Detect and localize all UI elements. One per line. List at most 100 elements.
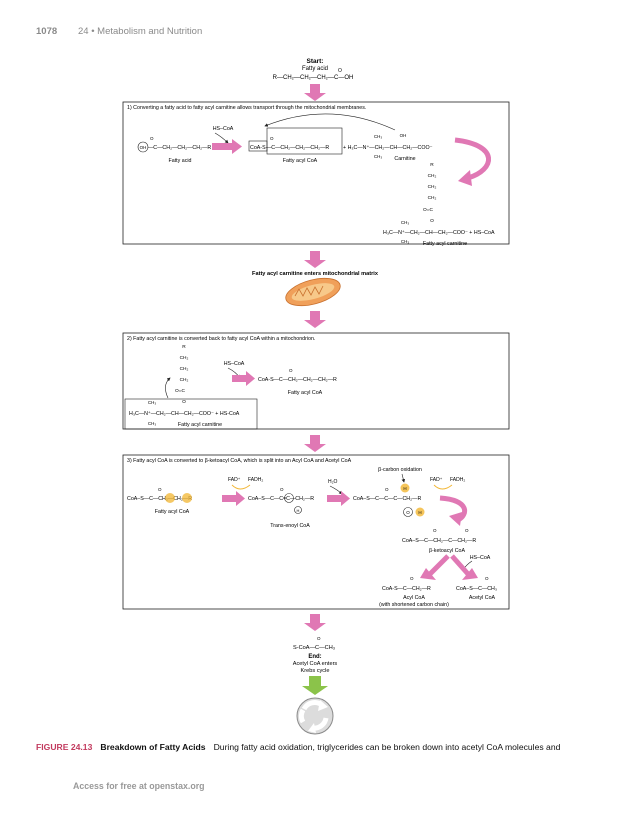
step3-beta-oxidation: β-carbon oxidation bbox=[378, 467, 422, 473]
step1-chain-3: CH₂ bbox=[428, 195, 437, 201]
step3-fadh2-2: FADH₂ bbox=[450, 477, 465, 483]
step1-carnitine-formula: + H₃C—N⁺—CH₂—CH—CH₂—COO⁻ bbox=[343, 145, 433, 151]
step3-acetyl-label: Acetyl CoA bbox=[469, 595, 496, 601]
step2-chain-5: O bbox=[182, 399, 186, 405]
step3-acyl-sub: (with shortened carbon chain) bbox=[379, 602, 449, 608]
step1-hs-coa: HS–CoA bbox=[213, 126, 234, 132]
down-arrow-1 bbox=[304, 84, 326, 101]
step3-fad-2: FAD⁺ bbox=[430, 477, 443, 483]
step1-chain-5: O bbox=[430, 218, 434, 224]
step1-coa-s: CoA-S bbox=[250, 145, 266, 151]
start-block: Start: Fatty acid R—CH₂—CH₂—CH₂—C—OH O bbox=[273, 58, 354, 81]
step3-enoyl-label: Trans-enoyl CoA bbox=[270, 523, 310, 529]
footer-link[interactable]: Access for free at openstax.org bbox=[73, 781, 205, 791]
step3-fad-curve-2 bbox=[433, 484, 453, 490]
step1-fatty-acid-label: Fatty acid bbox=[169, 158, 192, 164]
end-o: O bbox=[317, 636, 321, 641]
step2-ch3-bottom: CH₃ bbox=[148, 421, 156, 426]
hydroxy-h-highlight bbox=[400, 483, 410, 493]
step1-acyl-o: O bbox=[270, 136, 274, 141]
step2-chain-3: CH₂ bbox=[180, 377, 189, 383]
step3-hydroxy-formula: CoA–S—C—C—C—CH₂—R bbox=[353, 496, 421, 502]
step3-fatty-acyl-label: Fatty acyl CoA bbox=[155, 509, 190, 515]
step2-chain-4: O=C bbox=[175, 388, 186, 394]
step2-box bbox=[122, 332, 510, 430]
step2-chain-1: CH₂ bbox=[180, 355, 189, 361]
enoyl-h-circle bbox=[294, 506, 302, 514]
step3-acetyl-formula: CoA–S—C—CH₃ bbox=[456, 586, 497, 592]
step3-fadh2: FADH₂ bbox=[248, 477, 263, 483]
oh-circle-icon bbox=[137, 141, 149, 153]
step1-hscoa-curve bbox=[214, 132, 229, 144]
step3-enoyl-h: H bbox=[297, 508, 300, 513]
down-arrow-4 bbox=[304, 435, 326, 452]
step3-fac-o: O bbox=[158, 487, 162, 492]
fatty-acid-breakdown-diagram: Start: Fatty acid R—CH₂—CH₂—CH₂—C—OH O 1… bbox=[122, 58, 510, 735]
step2-arrow-right bbox=[232, 371, 255, 386]
step1-o: O bbox=[150, 136, 154, 141]
step3-split-arrows bbox=[420, 554, 478, 580]
step3-fad: FAD⁺ bbox=[228, 477, 241, 483]
end-title: End: bbox=[308, 654, 321, 660]
matrix-label: Fatty acyl carnitine enters mitochondria… bbox=[252, 271, 379, 277]
down-arrow-3 bbox=[304, 311, 326, 328]
end-line1: Acetyl CoA enters bbox=[293, 661, 338, 667]
acyl-box bbox=[266, 127, 343, 155]
step2-carnitine-label: Fatty acyl carnitine bbox=[178, 422, 222, 428]
caption-label: FIGURE 24.13 bbox=[36, 742, 93, 752]
end-line2: Krebs cycle bbox=[301, 668, 330, 674]
step3-acyl-o: O bbox=[410, 576, 414, 581]
step2-chain: R CH₂ CH₂ CH₂ O=C O bbox=[175, 344, 189, 405]
start-formula: R—CH₂—CH₂—CH₂—C—OH bbox=[273, 75, 354, 81]
step3-fad-curve-1 bbox=[231, 484, 251, 490]
step1-acylcarnitine-ch3-bottom: CH₃ bbox=[401, 239, 409, 244]
step3-hydroxy-o-letter: O bbox=[406, 510, 410, 515]
step2-carnitine-formula: H₃C—N⁺—CH₂—CH—CH₂—COO⁻ + HS-CoA bbox=[129, 411, 240, 417]
step1-acyl-formula: —C—CH₂—CH₂—CH₂—R bbox=[266, 145, 329, 151]
step1-acylcarnitine-formula: H₃C—N⁺—CH₂—CH—CH₂—COO⁻ + HS–CoA bbox=[383, 230, 495, 236]
step1-carnitine-label: Carnitine bbox=[394, 156, 415, 162]
step2-product-formula: CoA-S—C—CH₂—CH₂—CH₂—R bbox=[258, 377, 337, 383]
step3-hydroxy-h2: H bbox=[418, 510, 421, 515]
step3-fatty-acyl-formula: CoA–S—C—CH₂—CH₂—R bbox=[127, 496, 192, 502]
step1-fatty-acid-formula: —C—CH₂—CH₂—CH₂—R bbox=[148, 145, 211, 151]
step2-title: 2) Fatty acyl carnitine is converted bac… bbox=[127, 336, 315, 342]
green-arrow bbox=[302, 676, 328, 695]
alpha-carbon-highlight bbox=[165, 493, 175, 503]
step1-oh2: OH bbox=[400, 133, 407, 138]
hydroxy-o-circle bbox=[403, 507, 413, 517]
end-formula: S-CoA—C—CH₃ bbox=[293, 645, 335, 651]
step3-hs-coa: HS–CoA bbox=[470, 555, 491, 561]
step1-acylcarnitine-label: Fatty acyl carnitine bbox=[423, 241, 467, 247]
chapter-title: 24 • Metabolism and Nutrition bbox=[78, 26, 203, 37]
step1-curved-arrowhead bbox=[458, 170, 472, 186]
step3-enoyl-formula: CoA–S—C—C=C—CH₂—R bbox=[248, 496, 314, 502]
step3-beta-pointer bbox=[401, 473, 406, 483]
step1-arrow-right bbox=[212, 139, 242, 154]
step1-title: 1) Converting a fatty acid to fatty acyl… bbox=[127, 105, 366, 111]
step3-enoyl-o: O bbox=[280, 487, 284, 492]
step2-o: O bbox=[289, 368, 293, 373]
caption-title: Breakdown of Fatty Acids bbox=[100, 742, 206, 752]
step3-ketoacyl-formula: CoA–S—C—CH₂—C—CH₂—R bbox=[402, 538, 476, 544]
step1-curved-arrow bbox=[454, 137, 491, 181]
step2-product-label: Fatty acyl CoA bbox=[288, 390, 323, 396]
step3-curved-arrowhead bbox=[449, 512, 462, 526]
down-arrow-5 bbox=[304, 614, 326, 631]
mitochondrion-icon bbox=[285, 277, 341, 307]
step3-arrow-right-1 bbox=[222, 491, 245, 506]
enoyl-double-bond-circle bbox=[284, 493, 294, 503]
step3-title: 3) Fatty acyl CoA is converted to β-keto… bbox=[127, 458, 352, 464]
step1-chain: R CH₂ CH₂ CH₂ O=C O bbox=[423, 162, 437, 224]
step3-ketoacyl-label: β-ketoacyl CoA bbox=[429, 548, 465, 554]
step3-acetyl-o: O bbox=[485, 576, 489, 581]
krebs-cycle-icon bbox=[296, 697, 334, 735]
beta-carbon-highlight bbox=[182, 493, 192, 503]
step1-chain-2: CH₂ bbox=[428, 184, 437, 190]
step2-carnitine-box bbox=[124, 398, 258, 430]
step3-acyl-formula: CoA-S—C—CH₂—R bbox=[382, 586, 431, 592]
page-number: 1078 bbox=[36, 26, 58, 37]
start-title: Start: bbox=[307, 58, 324, 65]
start-o: O bbox=[338, 68, 342, 74]
